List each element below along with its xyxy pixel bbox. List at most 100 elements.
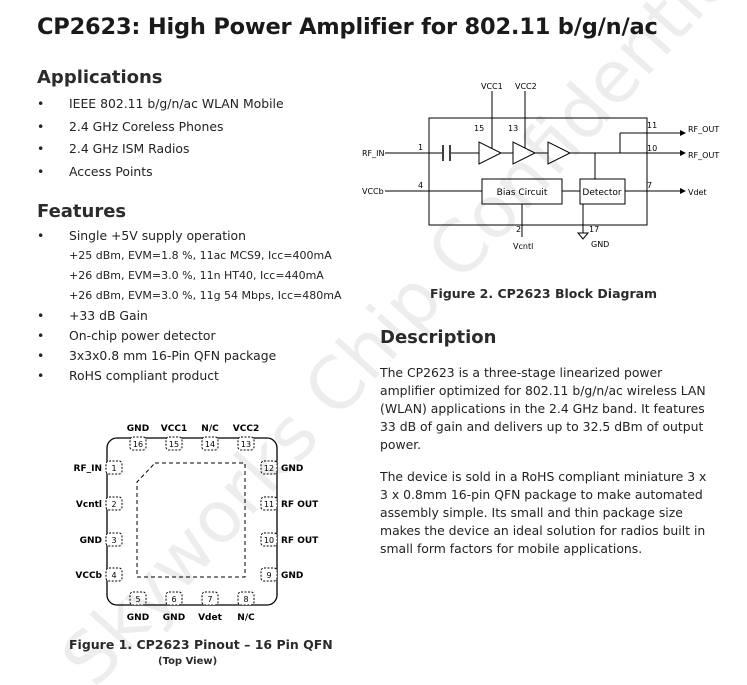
ground-icon [576, 232, 590, 240]
block-diagram: VCC1 VCC2 15 13 RF_IN 1 11 10 RF_OUT RF_… [362, 82, 719, 251]
pin-number: 12 [264, 464, 274, 473]
pin-10: 10 [647, 144, 657, 153]
list-item-text: 2.4 GHz ISM Radios [69, 141, 190, 156]
list-item-text: 2.4 GHz Coreless Phones [69, 118, 224, 134]
pin-label: RF OUT [281, 500, 319, 510]
pin-number: 4 [111, 571, 116, 580]
right-pins: 12 11 10 9 GND RF OUT RF OUT GND [260, 460, 319, 582]
pin-label: GND [127, 613, 149, 623]
label-gnd: GND [591, 240, 609, 249]
list-item-text: Access Points [69, 163, 153, 179]
label-bias: Bias Circuit [497, 188, 548, 198]
bullet: • [37, 347, 45, 363]
bullet: • [37, 118, 45, 134]
bullet: • [37, 307, 45, 323]
pin-17: 17 [589, 225, 599, 234]
pin-15: 15 [474, 124, 484, 133]
bottom-pins: 5 6 7 8 GND GND Vdet N/C [127, 591, 255, 623]
list-item: • Access Points [37, 161, 284, 184]
ic-outline [428, 117, 648, 226]
pin-number: 13 [241, 440, 251, 449]
pin-number: 14 [205, 440, 215, 449]
pin-label: RF OUT [281, 536, 319, 546]
list-item: • IEEE 802.11 b/g/n/ac WLAN Mobile [37, 93, 284, 116]
features-list: • Single +5V supply operation +25 dBm, EV… [37, 225, 342, 386]
qfn-package [106, 437, 278, 606]
pin-number: 5 [135, 595, 140, 604]
pin-4: 4 [418, 181, 423, 190]
features-heading: Features [37, 201, 127, 222]
list-item: • 2.4 GHz Coreless Phones [37, 116, 284, 139]
list-item: • Single +5V supply operation [37, 225, 342, 248]
pinout-caption: Figure 1. CP2623 Pinout – 16 Pin QFN [69, 637, 333, 652]
pin-11: 11 [647, 121, 657, 130]
pin-label: VCC1 [161, 424, 187, 434]
label-rf-in: RF_IN [362, 149, 385, 158]
list-item: • On-chip power detector [37, 326, 342, 346]
pinout-subcaption: (Top View) [158, 656, 218, 667]
description-heading: Description [380, 327, 497, 348]
applications-list: • IEEE 802.11 b/g/n/ac WLAN Mobile • 2.4 G… [37, 93, 284, 183]
pin-number: 10 [264, 536, 274, 545]
pin-label: RF_IN [74, 464, 102, 474]
bullet: • [37, 367, 45, 383]
pin-number: 16 [133, 440, 143, 449]
pin-label: VCCb [75, 571, 102, 581]
list-item-text: Single +5V supply operation [69, 228, 246, 243]
description-body: The CP2623 is a three-stage linearized p… [380, 364, 710, 572]
pin-number: 8 [243, 595, 248, 604]
bullet: • [37, 96, 45, 111]
pin-label: GND [163, 613, 185, 623]
pin-2: 2 [516, 225, 521, 234]
pin-label: GND [80, 536, 102, 546]
pin-number: 1 [111, 464, 116, 473]
pin-label: GND [281, 464, 303, 474]
left-pins: RF_IN Vcntl GND VCCb 1 2 3 4 [74, 460, 123, 582]
list-item: • 2.4 GHz ISM Radios [37, 138, 284, 161]
pin-number: 3 [111, 536, 116, 545]
pin-label: N/C [201, 424, 219, 434]
label-vcc1: VCC1 [481, 82, 503, 91]
pinout-diagram: GND VCC1 N/C VCC2 16 15 14 13 RF_IN Vcnt… [74, 424, 320, 623]
exposed-pad [136, 462, 246, 578]
label-vccb: VCCb [362, 187, 384, 196]
pin-label: VCC2 [233, 424, 259, 434]
pin-number: 11 [264, 500, 274, 509]
bullet: • [37, 327, 45, 343]
top-pins: GND VCC1 N/C VCC2 16 15 14 13 [127, 424, 259, 451]
label-vcntl: Vcntl [513, 242, 533, 251]
applications-heading: Applications [37, 67, 163, 88]
pin-13: 13 [508, 124, 518, 133]
bullet: • [37, 163, 45, 179]
pin-1: 1 [418, 143, 423, 152]
label-vdet: Vdet [688, 188, 707, 197]
amp-stage-2 [512, 141, 537, 165]
description-paragraph: The device is sold in a RoHS compliant m… [380, 469, 707, 556]
list-item-text: RoHS compliant product [69, 367, 219, 383]
list-item-text: On-chip power detector [69, 327, 216, 343]
label-vcc2: VCC2 [515, 82, 537, 91]
pin-label: Vdet [198, 613, 223, 623]
bullet: • [37, 141, 45, 156]
page-title: CP2623: High Power Amplifier for 802.11 … [37, 14, 658, 40]
list-item: • +33 dB Gain [37, 306, 342, 326]
pin-7: 7 [647, 181, 652, 190]
pin-label: GND [127, 424, 149, 434]
amp-stage-1 [478, 141, 503, 165]
feature-sub-item: +26 dBm, EVM=3.0 %, 11g 54 Mbps, Icc=480… [69, 288, 342, 302]
label-rf-out-11: RF_OUT [688, 125, 719, 134]
list-item-text: IEEE 802.11 b/g/n/ac WLAN Mobile [69, 96, 284, 111]
amp-stage-3 [547, 141, 572, 165]
pin-label: N/C [237, 613, 255, 623]
bullet: • [37, 228, 45, 243]
pin-label: GND [281, 571, 303, 581]
list-item: • RoHS compliant product [37, 366, 342, 386]
list-item: • 3x3x0.8 mm 16-Pin QFN package [37, 346, 342, 366]
pin-number: 7 [207, 595, 212, 604]
pin-label: Vcntl [76, 500, 102, 510]
pin-number: 9 [266, 571, 271, 580]
feature-sub-item: +25 dBm, EVM=1.8 %, 11ac MCS9, Icc=400mA [69, 248, 332, 262]
list-item-text: +33 dB Gain [69, 307, 148, 323]
list-item-text: 3x3x0.8 mm 16-Pin QFN package [69, 347, 277, 363]
label-rf-out-10: RF_OUT [688, 151, 719, 160]
